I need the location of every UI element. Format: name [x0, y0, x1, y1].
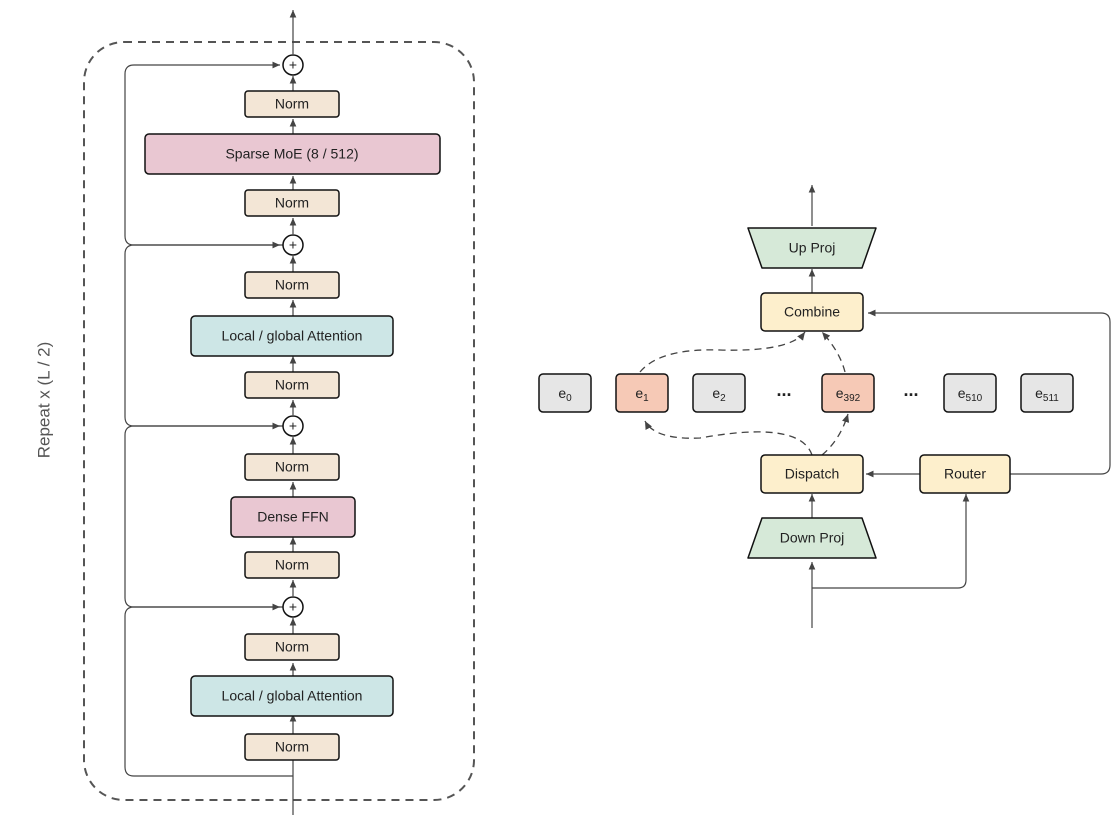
residual-add-4: +: [282, 54, 304, 76]
down-proj-label: Down Proj: [780, 530, 845, 546]
norm-label: Norm: [275, 459, 309, 475]
norm-label: Norm: [275, 277, 309, 293]
norm-box: Norm: [244, 633, 340, 661]
moe-routing-diagram: Up Proj Combine e0 e1 e2 ... e39: [538, 185, 1111, 628]
expert-label: e392: [836, 385, 861, 404]
repeat-label: Repeat x (L / 2): [34, 342, 53, 459]
norm-label: Norm: [275, 195, 309, 211]
dense-ffn-label: Dense FFN: [257, 509, 329, 525]
expert-box-selected: e1: [615, 373, 669, 413]
norm-box: Norm: [244, 189, 340, 217]
norm-label: Norm: [275, 557, 309, 573]
combine-box: Combine: [760, 292, 864, 332]
ellipsis: ...: [776, 380, 791, 400]
expert-box-selected: e392: [821, 373, 875, 413]
router-label: Router: [944, 466, 986, 482]
norm-box: Norm: [244, 453, 340, 481]
norm-label: Norm: [275, 739, 309, 755]
norm-box: Norm: [244, 371, 340, 399]
norm-box: Norm: [244, 90, 340, 118]
dispatch-label: Dispatch: [785, 466, 839, 482]
norm-label: Norm: [275, 377, 309, 393]
dispatch-box: Dispatch: [760, 454, 864, 494]
expert-label: e510: [958, 385, 983, 404]
expert-label: e2: [712, 385, 726, 404]
norm-box: Norm: [244, 733, 340, 761]
norm-box: Norm: [244, 551, 340, 579]
plus-symbol: +: [289, 418, 297, 434]
attention-label: Local / global Attention: [222, 688, 363, 704]
expert-label: e1: [635, 385, 649, 404]
residual-add-2: +: [282, 415, 304, 437]
expert-box: e510: [943, 373, 997, 413]
expert-label: e511: [1035, 385, 1059, 404]
plus-symbol: +: [289, 57, 297, 73]
attention-label: Local / global Attention: [222, 328, 363, 344]
expert-label: e0: [558, 385, 572, 404]
expert-box: e511: [1020, 373, 1074, 413]
norm-label: Norm: [275, 96, 309, 112]
attention-box: Local / global Attention: [190, 315, 394, 357]
norm-box: Norm: [244, 271, 340, 299]
expert-row: e0 e1 e2 ... e392 ... e510 e511: [538, 373, 1074, 413]
plus-symbol: +: [289, 237, 297, 253]
repeat-container: [83, 41, 475, 801]
attention-box: Local / global Attention: [190, 675, 394, 717]
combine-label: Combine: [784, 304, 840, 320]
up-proj-box: Up Proj: [747, 227, 877, 269]
residual-add-3: +: [282, 234, 304, 256]
residual-add-1: +: [282, 596, 304, 618]
up-proj-label: Up Proj: [789, 240, 836, 256]
router-box: Router: [919, 454, 1011, 494]
sparse-moe-box: Sparse MoE (8 / 512): [144, 133, 441, 175]
dense-ffn-box: Dense FFN: [230, 496, 356, 538]
expert-box: e2: [692, 373, 746, 413]
transformer-block: Repeat x (L / 2): [34, 10, 475, 815]
expert-box: e0: [538, 373, 592, 413]
norm-label: Norm: [275, 639, 309, 655]
plus-symbol: +: [289, 599, 297, 615]
ellipsis: ...: [903, 380, 918, 400]
down-proj-box: Down Proj: [747, 517, 877, 559]
sparse-moe-label: Sparse MoE (8 / 512): [225, 146, 358, 162]
